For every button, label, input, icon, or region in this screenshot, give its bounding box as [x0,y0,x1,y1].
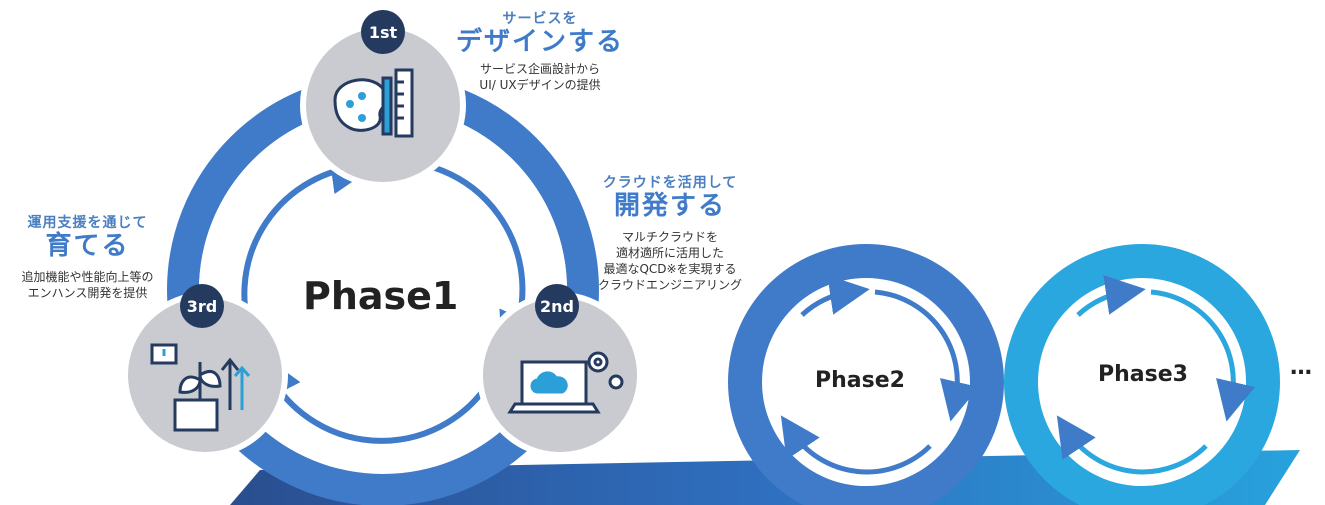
step1-desc-line1: サービス企画設計から [479,61,600,76]
step1-text: サービスを デザインする サービス企画設計から UI/ UXデザインの提供 [440,8,640,93]
step3-title-small: 運用支援を通じて [27,215,148,231]
phase3-arrow-bottom [1056,415,1208,475]
step1-title-small: サービスを [502,11,578,27]
step2-desc-line1: マルチクラウドを [621,229,718,244]
phase3-arrow-right [1150,289,1255,422]
phase1-inner-arrow-bottom [256,350,498,444]
step2-desc-line2: 適材適所に活用した [615,245,724,260]
step3-badge: 3rd [180,284,224,328]
step3-text: 運用支援を通じて 育てる 追加機能や性能向上等の エンハンス開発を提供 [0,212,175,301]
step2-desc-line3: 最適なQCD※を実現する [603,261,737,276]
step2-title-big: 開発する [613,191,726,221]
phase2-arrow-bottom [780,415,932,475]
phase2-arrow-right [874,289,979,422]
step2-badge: 2nd [535,284,579,328]
more-ellipsis: … [1290,355,1312,380]
step3-desc-line2: エンハンス開発を提供 [27,285,148,300]
step1-desc-line2: UI/ UXデザインの提供 [479,77,601,92]
step1-title-big: デザインする [455,27,624,57]
design-palette-ruler-icon [333,68,414,138]
step1-badge: 1st [361,10,405,54]
phase2-label: Phase2 [815,368,905,393]
phase2-arrow-top [800,275,870,317]
step2-title-small: クラウドを活用して [602,175,738,191]
plant-growth-icon [150,343,251,432]
step3-desc-line1: 追加機能や性能向上等の [21,269,154,284]
phase3-arrow-top [1076,275,1146,317]
step3-title-big: 育てる [45,231,130,261]
cloud-laptop-gear-icon [507,351,624,414]
phase1-label: Phase1 [303,274,459,318]
phase3-label: Phase3 [1098,362,1188,387]
step2-text: クラウドを活用して 開発する マルチクラウドを 適材適所に活用した 最適なQCD… [570,172,770,293]
step2-desc-line4: クラウドエンジニアリング [597,278,742,293]
